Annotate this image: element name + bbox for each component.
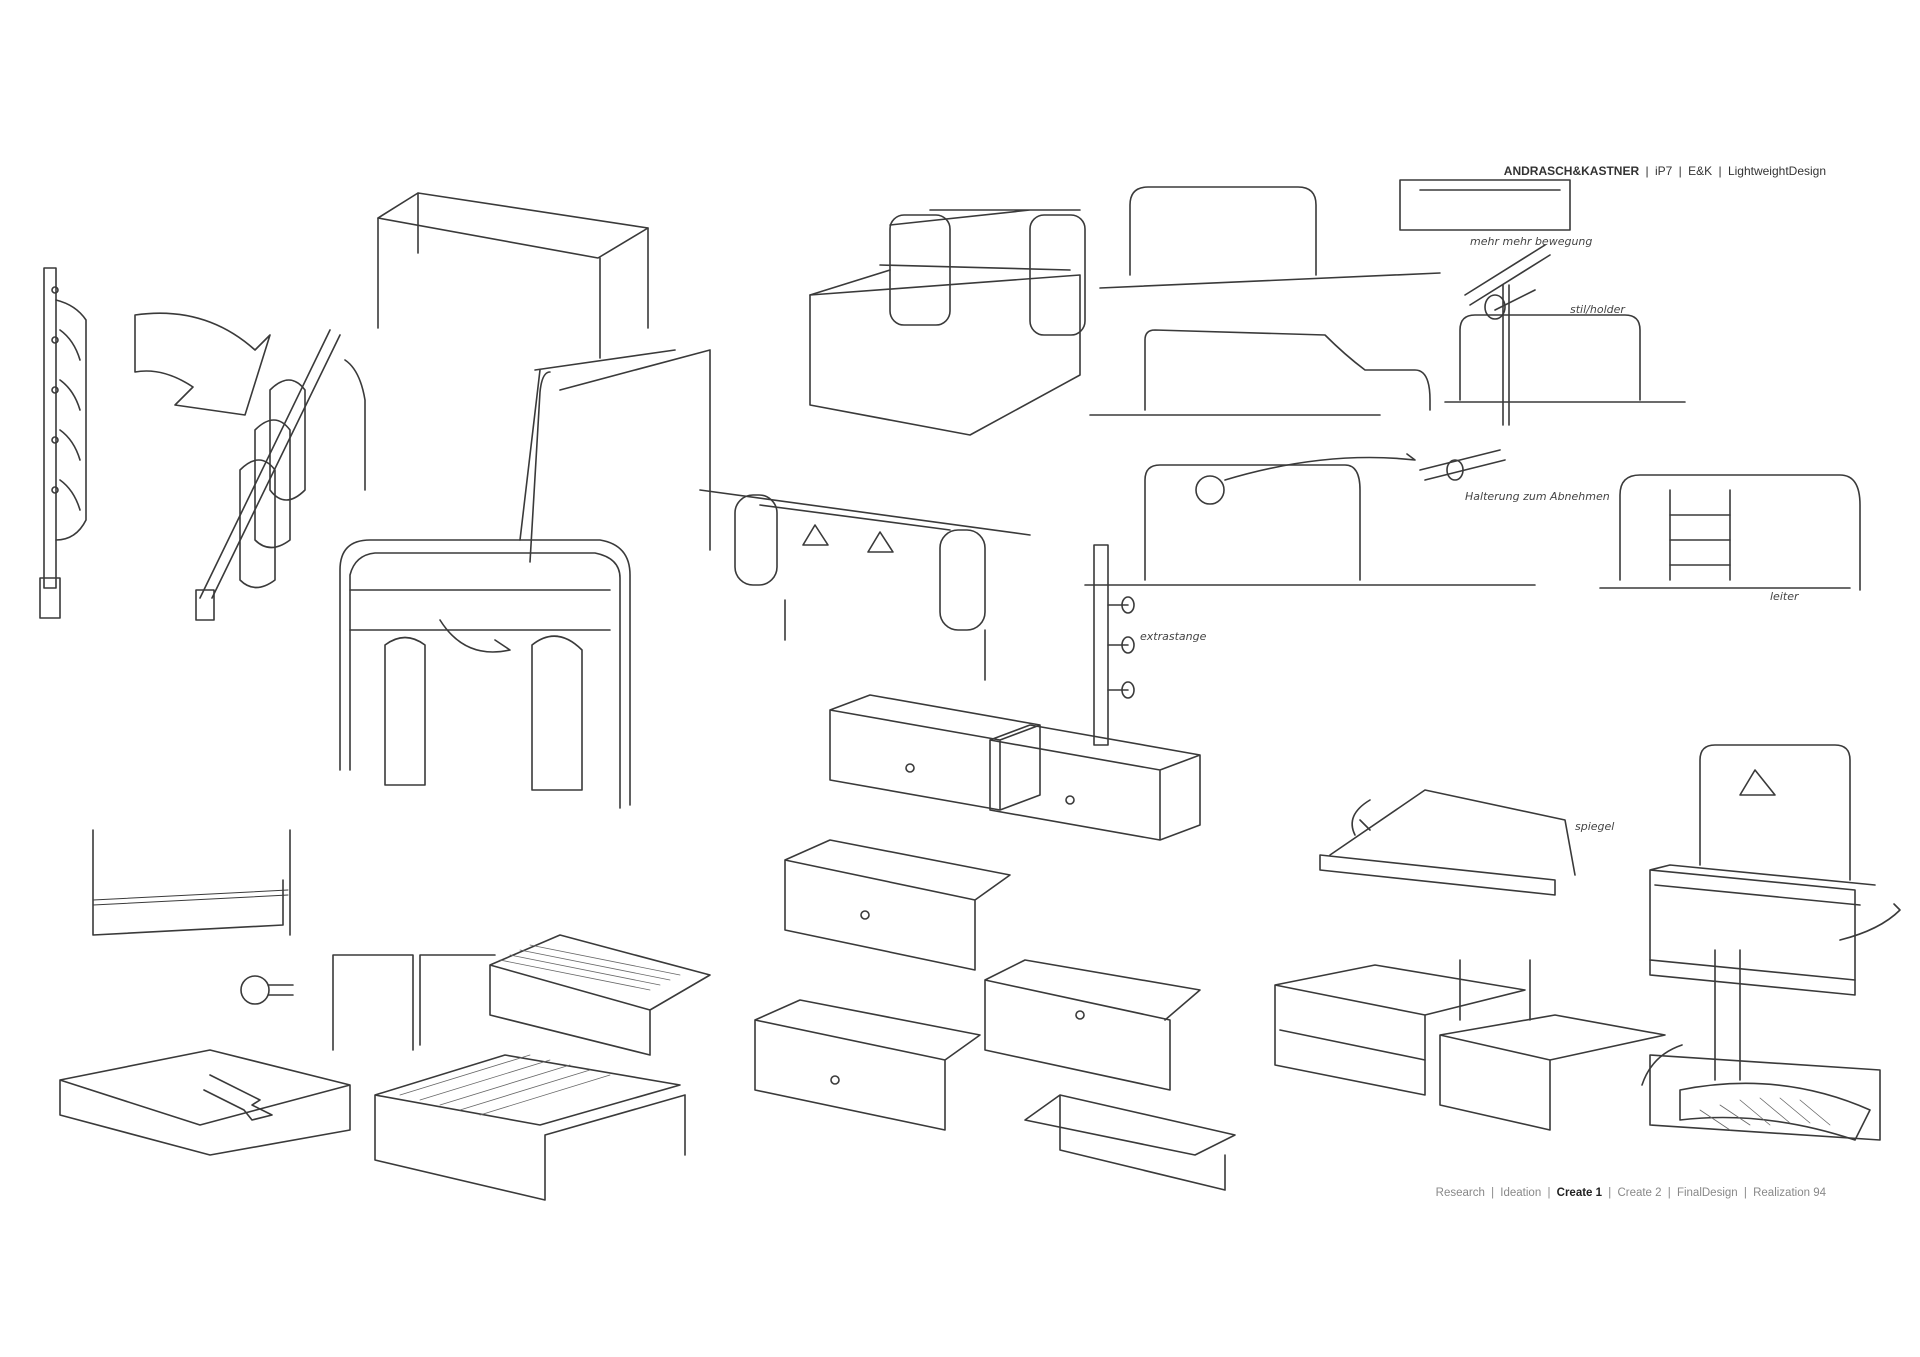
header-item-project: iP7 bbox=[1654, 164, 1673, 178]
arrow-rotate bbox=[134, 312, 271, 416]
footer-link-realization[interactable]: Realization bbox=[1753, 1187, 1810, 1199]
separator: | bbox=[1678, 164, 1682, 178]
sketch-rail-hooks bbox=[699, 489, 1031, 681]
sketch-cabinet-outlines: mehr mehr bewegung bbox=[1089, 179, 1592, 416]
separator: | bbox=[1608, 1187, 1612, 1199]
footer-link-ideation[interactable]: Ideation bbox=[1500, 1187, 1542, 1199]
sketch-modular-boxes bbox=[754, 694, 1236, 1191]
separator: | bbox=[1645, 164, 1649, 178]
separator: | bbox=[1547, 1187, 1551, 1199]
footer-link-create-1[interactable]: Create 1 bbox=[1556, 1187, 1603, 1199]
note-mehr-bewegung: mehr mehr bewegung bbox=[1470, 235, 1592, 248]
footer-link-create-2[interactable]: Create 2 bbox=[1617, 1187, 1662, 1199]
sketch-mirror-lid: spiegel bbox=[1319, 789, 1614, 896]
sketch-desk-frame bbox=[809, 209, 1086, 436]
sketch-ladder-frame: leiter bbox=[1599, 474, 1861, 603]
footer-link-finaldesign[interactable]: FinalDesign bbox=[1676, 1187, 1738, 1199]
brand-name: ANDRASCH&KASTNER bbox=[1503, 164, 1640, 178]
sketch-shelf-module bbox=[1274, 959, 1666, 1131]
separator: | bbox=[1743, 1187, 1747, 1199]
note-stil-holder: stil/holder bbox=[1570, 303, 1626, 316]
footer-link-research[interactable]: Research bbox=[1435, 1187, 1485, 1199]
sketch-pole-extra: extrastange bbox=[1093, 544, 1207, 746]
sketch-vanity-cabinet bbox=[1649, 744, 1901, 996]
separator: | bbox=[1667, 1187, 1671, 1199]
page-number: 94 bbox=[1813, 1187, 1826, 1199]
sketch-frame-garments bbox=[339, 539, 631, 809]
sketch-rod-clamp: stil/holder bbox=[1444, 244, 1686, 426]
note-leiter: leiter bbox=[1770, 590, 1800, 603]
note-extrastange: extrastange bbox=[1140, 630, 1207, 643]
separator: | bbox=[1491, 1187, 1495, 1199]
sketch-wall-rail bbox=[39, 267, 87, 619]
sketch-diagonal-rail bbox=[195, 329, 366, 621]
sketch-table bbox=[377, 192, 711, 563]
note-halterung: Halterung zum Abnehmen bbox=[1465, 490, 1610, 503]
header-item-topic: LightweightDesign bbox=[1727, 164, 1826, 178]
separator: | bbox=[1718, 164, 1722, 178]
sketch-rotating-base bbox=[1641, 949, 1881, 1141]
page-header: ANDRASCH&KASTNER | iP7 | E&K | Lightweig… bbox=[1504, 164, 1826, 178]
sketch-clamp-detail: Halterung zum Abnehmen bbox=[1084, 449, 1610, 586]
page-footer: Research | Ideation | Create 1 | Create … bbox=[1436, 1187, 1826, 1199]
sketch-construction-details bbox=[59, 829, 711, 1201]
note-spiegel: spiegel bbox=[1575, 820, 1614, 833]
header-item-team: E&K bbox=[1688, 164, 1713, 178]
